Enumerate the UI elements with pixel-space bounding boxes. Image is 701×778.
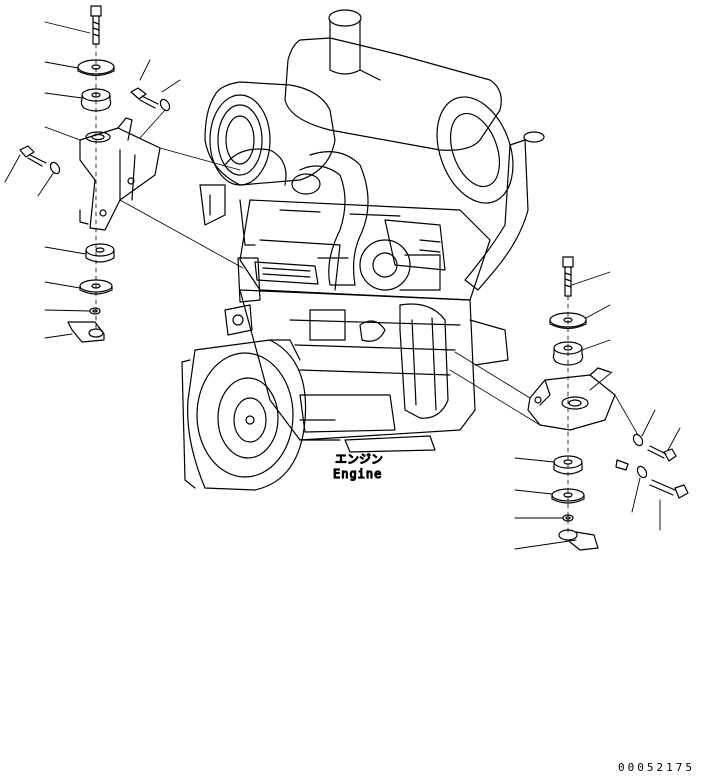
reference-number: 00052175 — [618, 761, 695, 774]
engine-label-en: Engine — [333, 467, 382, 481]
side-bolt-upper — [130, 87, 171, 112]
right-mount-parts — [449, 256, 689, 551]
guide-line-right-1 — [454, 351, 531, 399]
bolt-top-right — [562, 256, 574, 297]
engine-mount-bracket-left — [224, 257, 261, 336]
guide-line-left-1 — [159, 147, 241, 171]
guide-line-right-3 — [614, 394, 639, 436]
guide-line-left-3 — [139, 109, 166, 139]
guide-line-left-2 — [119, 199, 244, 269]
air-cleaner — [204, 81, 336, 186]
exhaust-pipe — [464, 131, 545, 291]
side-bolt-lower — [19, 145, 61, 175]
side-bolt-right-upper — [632, 433, 677, 462]
small-washer-left — [89, 307, 101, 315]
left-mount-parts — [4, 5, 244, 343]
guide-line-right-2 — [449, 369, 541, 426]
intake-pipe — [291, 151, 369, 286]
flywheel-housing — [181, 339, 341, 491]
mount-bracket-left — [79, 117, 161, 231]
side-bolt-right-lower — [615, 459, 689, 499]
lock-plate-left — [67, 321, 105, 343]
accessory-bracket — [199, 184, 256, 246]
muffler — [284, 9, 514, 204]
bolt-top-left — [90, 5, 102, 45]
turbocharger — [359, 239, 441, 291]
lock-plate-right — [558, 529, 599, 551]
engine-assembly: エンジン Engine — [181, 9, 545, 491]
mount-bracket-right — [527, 367, 616, 431]
rubber-cushion-lower-left — [85, 243, 115, 263]
leader-lines-right — [514, 271, 681, 550]
engine-label-jp: エンジン — [335, 452, 383, 466]
leader-lines-left — [4, 21, 181, 339]
engine-block — [239, 289, 509, 453]
